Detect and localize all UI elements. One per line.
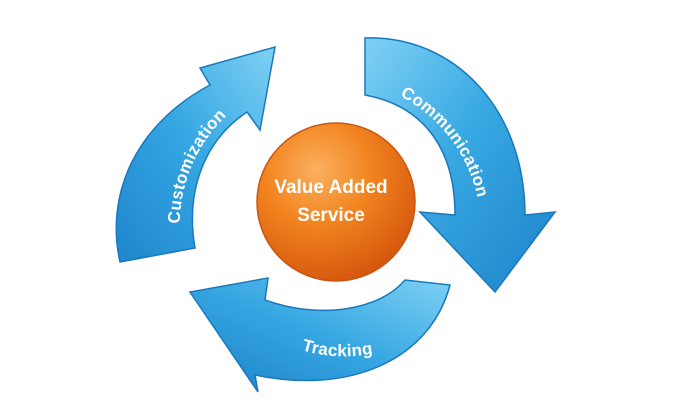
customization-arrow	[115, 45, 276, 263]
tracking-arrow	[188, 277, 451, 393]
center-title-line1: Value Added	[274, 177, 387, 198]
center-circle	[256, 122, 416, 282]
center-title-line2: Service	[297, 205, 365, 226]
communication-arrow	[364, 37, 557, 294]
